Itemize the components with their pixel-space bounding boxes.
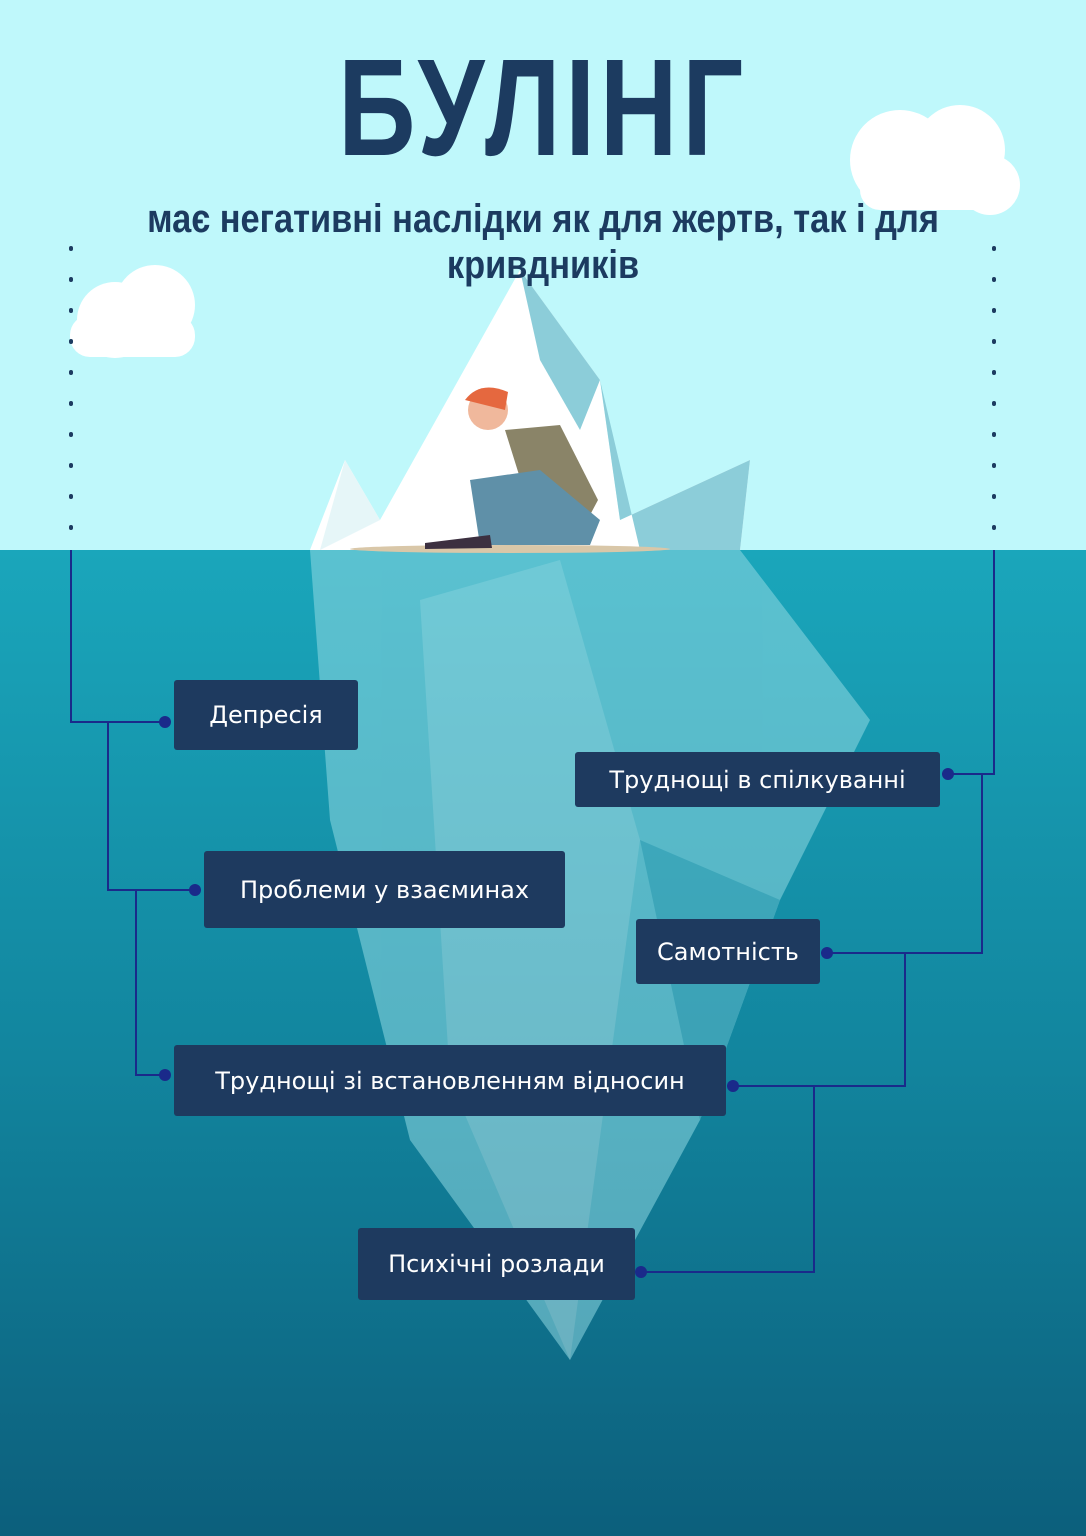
label-relationship-problems: Проблеми у взаєминах (204, 851, 565, 928)
label-building-relations-difficulties: Труднощі зі встановленням відносин (174, 1045, 726, 1116)
page-title: БУЛІНГ (338, 31, 748, 185)
label-depression: Депресія (174, 680, 358, 750)
page-subtitle: має негативні наслідки як для жертв, так… (147, 197, 939, 287)
label-communication-difficulties: Труднощі в спілкуванні (575, 752, 940, 807)
cloud-icon (70, 105, 1020, 358)
connector-dots (159, 716, 954, 1278)
label-loneliness: Самотність (636, 919, 820, 984)
iceberg-top (310, 270, 750, 550)
sitting-person-illustration (350, 387, 670, 553)
label-mental-disorders: Психічні розлади (358, 1228, 635, 1300)
